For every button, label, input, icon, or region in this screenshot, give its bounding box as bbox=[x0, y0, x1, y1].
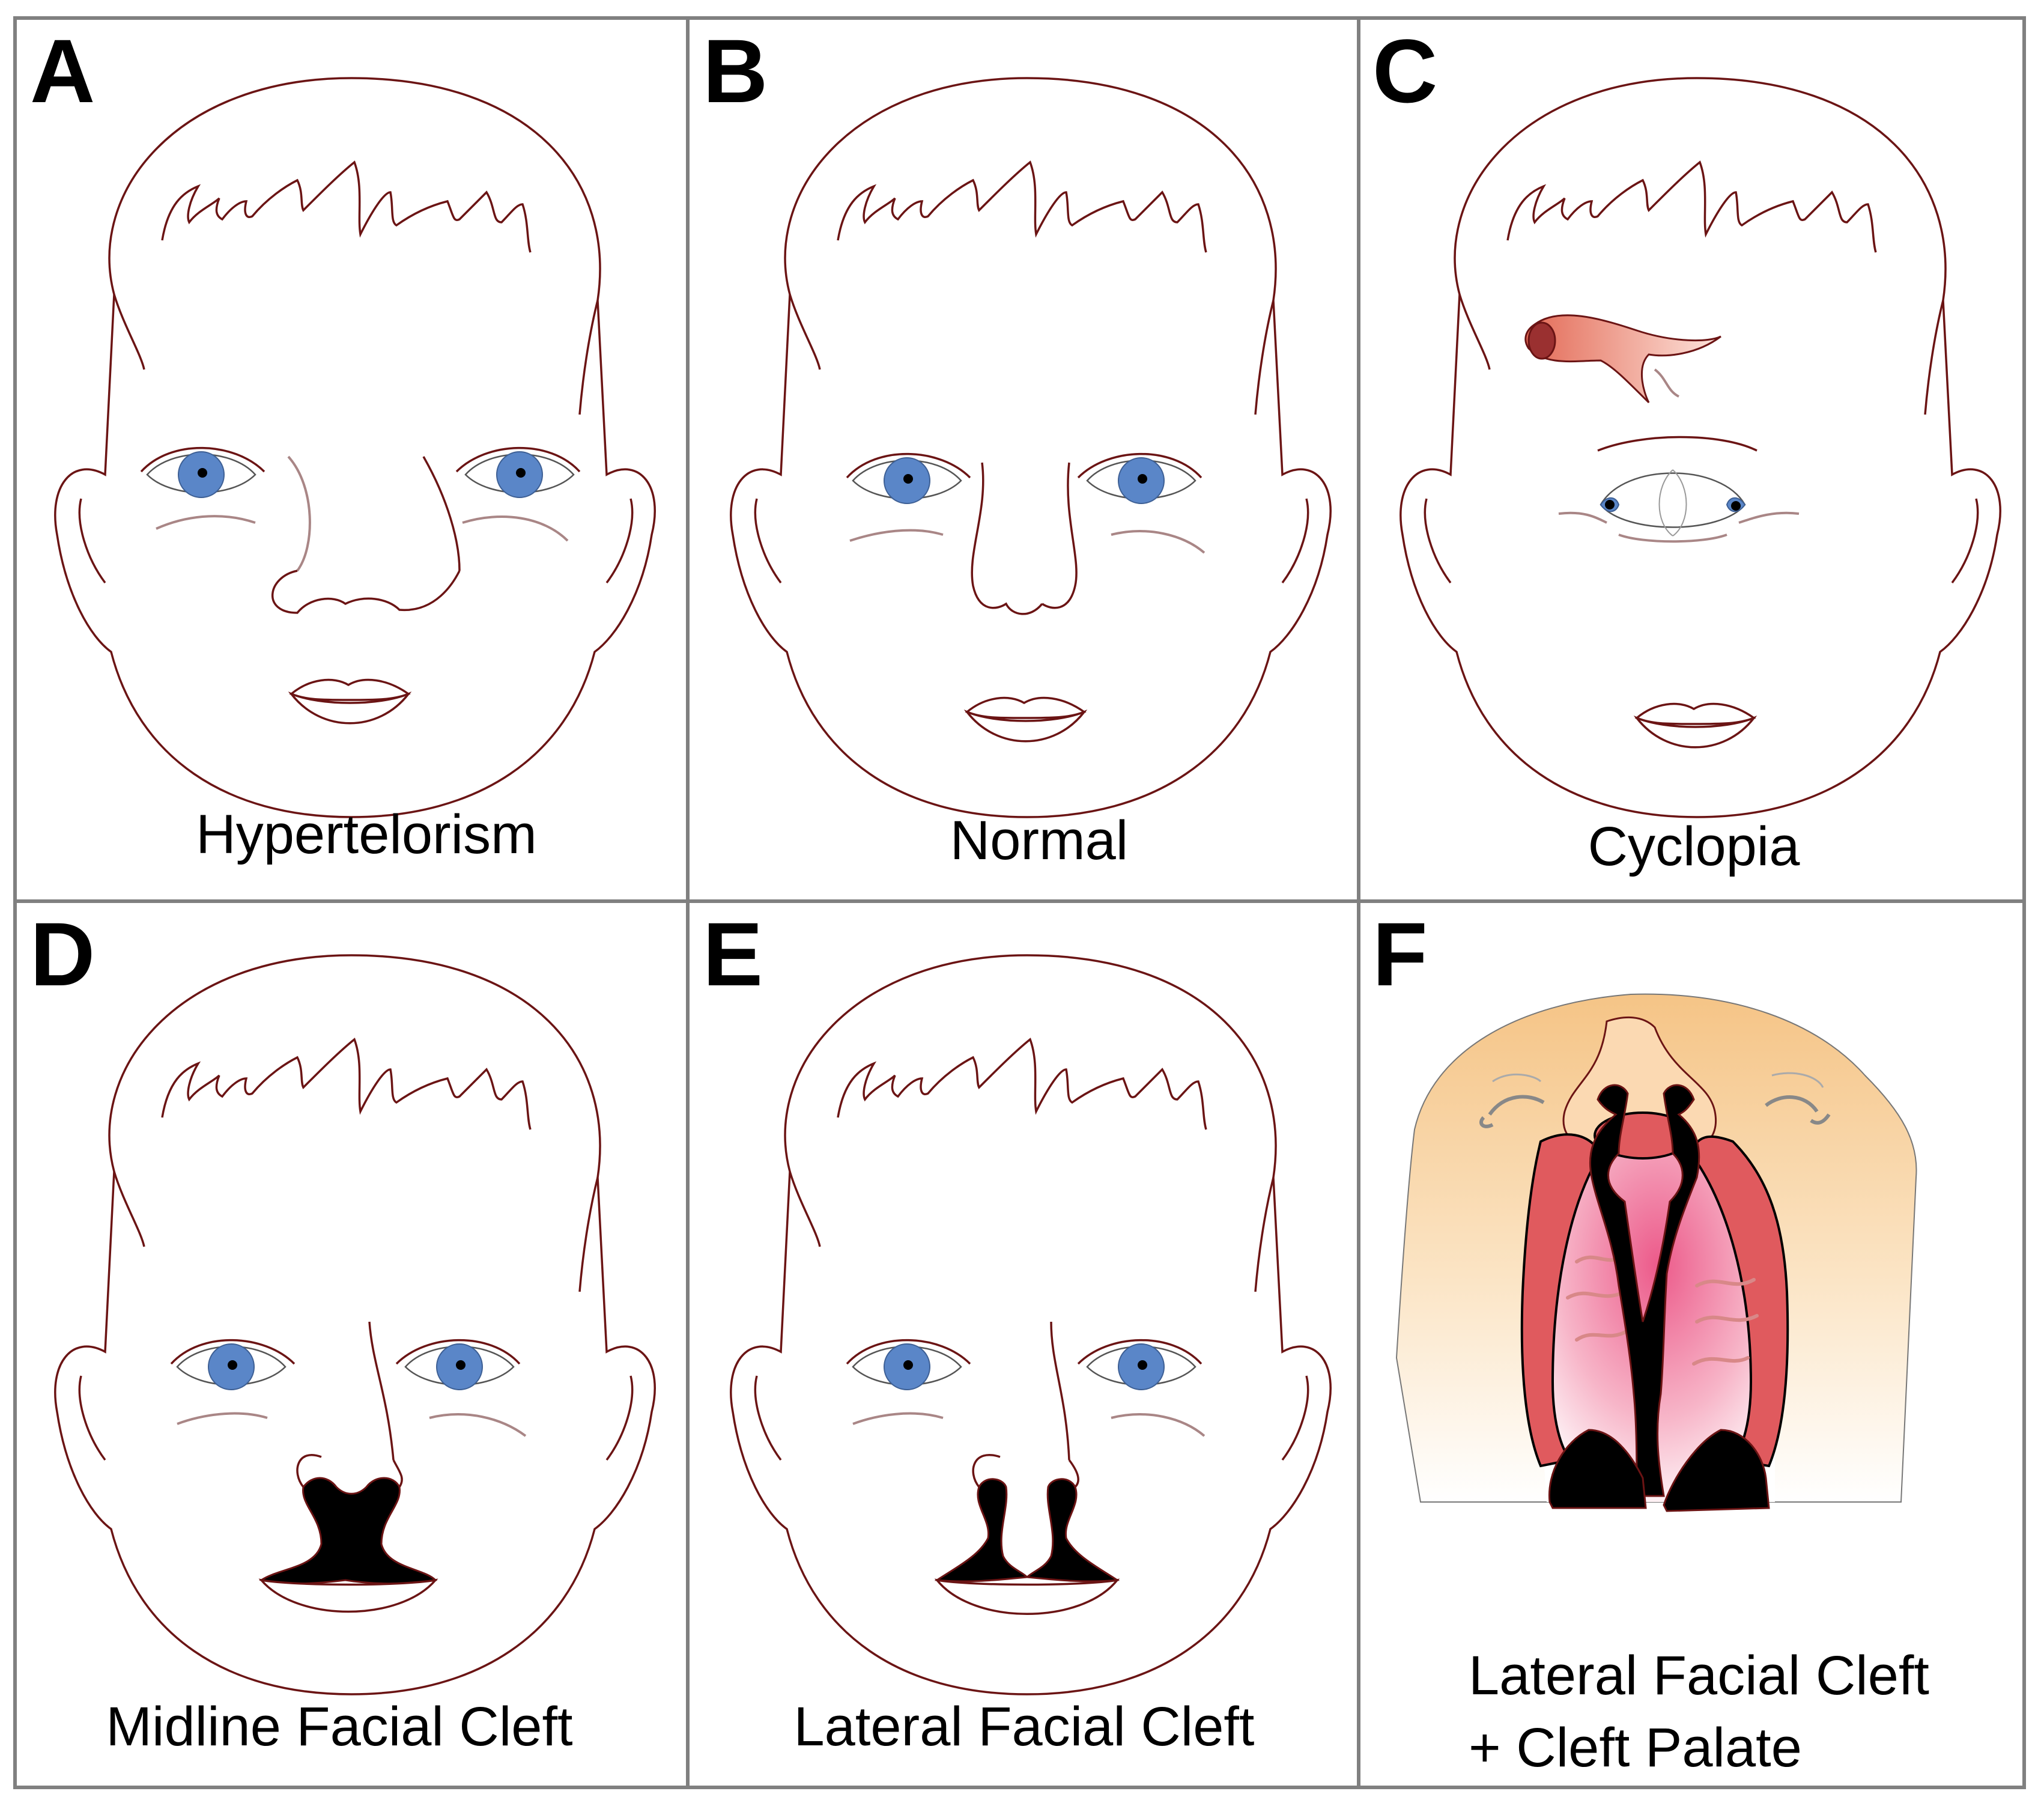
panel-b: B Normal bbox=[703, 20, 1332, 871]
panel-letter-b: B bbox=[703, 20, 768, 121]
panel-letter-e: E bbox=[703, 904, 763, 1005]
panel-f: F Lateral Facial Cleft + Cleft Palate bbox=[1372, 904, 1929, 1778]
panel-letter-d: D bbox=[30, 904, 95, 1005]
caption-f-line1: Lateral Facial Cleft bbox=[1469, 1645, 1929, 1706]
palate-illustration bbox=[1395, 993, 1917, 1512]
proboscis-icon bbox=[1524, 314, 1721, 404]
panel-e: E Lateral Facial Cleft bbox=[703, 904, 1332, 1757]
midline-cleft-icon bbox=[259, 1477, 438, 1585]
face-normal bbox=[730, 77, 1332, 818]
panel-c: C Cyclopia bbox=[1372, 20, 2001, 877]
panel-d: D Midline Facial Cleft bbox=[30, 904, 656, 1757]
left-alveolar-ridge-icon bbox=[1548, 1429, 1647, 1509]
panel-letter-f: F bbox=[1372, 904, 1428, 1005]
caption-e: Lateral Facial Cleft bbox=[794, 1696, 1255, 1757]
panel-a: A Hypertelorism bbox=[30, 20, 656, 865]
face-cyclopia bbox=[1400, 77, 2001, 818]
fused-eye-icon bbox=[1558, 436, 1800, 543]
caption-b: Normal bbox=[950, 810, 1128, 871]
cleft-palate-icon bbox=[1589, 1084, 1700, 1497]
right-lateral-cleft-icon bbox=[1025, 1478, 1120, 1583]
caption-c: Cyclopia bbox=[1588, 816, 1801, 877]
left-lateral-cleft-icon bbox=[934, 1478, 1030, 1583]
caption-f-line2: + Cleft Palate bbox=[1469, 1717, 1802, 1778]
caption-d: Midline Facial Cleft bbox=[106, 1696, 572, 1757]
face-lateral-cleft bbox=[730, 954, 1332, 1695]
right-alveolar-ridge-icon bbox=[1663, 1429, 1770, 1512]
panel-letter-c: C bbox=[1372, 20, 1437, 121]
panel-letter-a: A bbox=[30, 20, 95, 121]
face-hypertelorism bbox=[54, 77, 656, 818]
face-midline-cleft bbox=[54, 954, 656, 1695]
caption-a: Hypertelorism bbox=[196, 804, 536, 865]
